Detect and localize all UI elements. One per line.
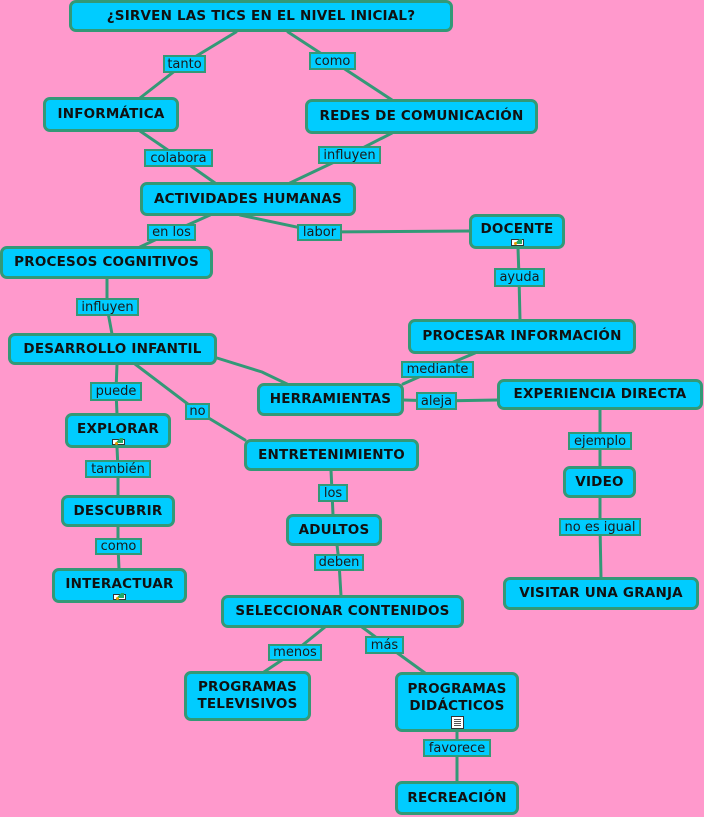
link-influyen-label: influyen [323,147,376,163]
link-ayuda-label: ayuda [499,270,540,285]
link-deben-label: deben [318,555,360,570]
procesos-cognitivos-node[interactable]: PROCESOS COGNITIVOS [0,246,213,279]
image-icon[interactable] [111,438,125,445]
explorar-node[interactable]: EXPLORAR [65,413,171,448]
herramientas-label: HERRAMIENTAS [269,391,392,407]
programas-televisivos-label-line2: TELEVISIVOS [197,696,298,712]
adultos-node[interactable]: ADULTOS [286,514,382,546]
connector [598,495,603,580]
link-como[interactable]: como [309,52,356,70]
link-como[interactable]: como [95,538,142,555]
visitar-granja-label: VISITAR UNA GRANJA [519,585,683,601]
connector [238,213,472,234]
procesar-informacion-node[interactable]: PROCESAR INFORMACIÓN [408,319,636,354]
link-menos[interactable]: menos [268,644,322,661]
link-puede[interactable]: puede [90,382,142,401]
adultos-label: ADULTOS [298,521,370,538]
link-como-label: como [100,539,137,554]
link-como-label: como [314,53,351,69]
link-no-label: no [189,404,206,419]
link-ejemplo[interactable]: ejemplo [568,432,632,450]
link-mediante-label: mediante [406,362,469,377]
visitar-granja-node[interactable]: VISITAR UNA GRANJA [503,577,699,610]
explorar-label: EXPLORAR [77,421,159,437]
informatica-node[interactable]: INFORMÁTICA [43,97,179,132]
link-deben[interactable]: deben [314,554,364,571]
experiencia-directa-node[interactable]: EXPERIENCIA DIRECTA [497,379,703,410]
redes-comunicacion-node[interactable]: REDES DE COMUNICACIÓN [305,99,538,134]
link-colabora-label: colabora [150,150,207,166]
procesos-cognitivos-label: PROCESOS COGNITIVOS [14,254,199,270]
programas-didacticos-label-line1: PROGRAMAS [407,681,507,697]
link-tambien[interactable]: también [85,460,151,478]
actividades-humanas-node[interactable]: ACTIVIDADES HUMANAS [140,182,356,216]
link-no-es-igual-label: no es igual [564,519,636,535]
link-favorece-label: favorece [428,740,486,756]
link-labor[interactable]: labor [297,224,342,241]
informatica-label: INFORMÁTICA [57,106,165,122]
link-aleja-label: aleja [420,393,453,409]
seleccionar-contenidos-node[interactable]: SELECCIONAR CONTENIDOS [221,595,464,628]
recreacion-label: RECREACIÓN [407,789,507,806]
link-los[interactable]: los [318,484,348,502]
link-influyen[interactable]: influyen [318,146,381,164]
video-node[interactable]: VIDEO [563,466,636,498]
entretenimiento-node[interactable]: ENTRETENIMIENTO [244,439,419,471]
programas-televisivos-label-line1: PROGRAMAS [197,679,298,695]
link-no[interactable]: no [185,403,210,420]
link-aleja[interactable]: aleja [416,392,457,410]
link-ejemplo-label: ejemplo [573,433,627,449]
link-en-los[interactable]: en los [147,224,196,241]
recreacion-node[interactable]: RECREACIÓN [395,781,519,815]
image-icon[interactable] [510,239,524,246]
link-tanto-label: tanto [167,56,202,72]
link-los-label: los [323,485,343,501]
desarrollo-infantil-label: DESARROLLO INFANTIL [23,340,202,357]
docente-node[interactable]: DOCENTE [469,214,565,249]
link-favorece[interactable]: favorece [423,739,491,757]
link-labor-label: labor [302,225,337,240]
herramientas-node[interactable]: HERRAMIENTAS [257,383,404,416]
link-menos-label: menos [273,645,317,660]
desarrollo-infantil-node[interactable]: DESARROLLO INFANTIL [8,333,217,365]
image-icon[interactable] [113,593,126,600]
main-title-label: ¿SIRVEN LAS TICS EN EL NIVEL INICIAL? [106,7,416,24]
link-en-los-label: en los [152,225,191,240]
descubrir-label: DESCUBRIR [73,502,163,519]
interactuar-label: INTERACTUAR [65,576,174,592]
redes-comunicacion-label: REDES DE COMUNICACIÓN [319,108,524,124]
main-title-node[interactable]: ¿SIRVEN LAS TICS EN EL NIVEL INICIAL? [69,0,453,32]
document-icon[interactable] [450,716,464,729]
link-tambien-label: también [91,461,145,477]
docente-label: DOCENTE [480,221,554,237]
link-influyen-label: influyen [81,299,134,315]
link-puede-label: puede [95,384,137,399]
link-colabora[interactable]: colabora [144,149,213,167]
entretenimiento-label: ENTRETENIMIENTO [258,446,405,463]
programas-didacticos-label-line2: DIDÁCTICOS [409,698,505,714]
link-influyen[interactable]: influyen [76,298,139,316]
link-no-es-igual[interactable]: no es igual [559,518,641,536]
descubrir-node[interactable]: DESCUBRIR [61,495,175,527]
link-tanto[interactable]: tanto [163,55,206,73]
seleccionar-contenidos-label: SELECCIONAR CONTENIDOS [235,603,450,619]
actividades-humanas-label: ACTIVIDADES HUMANAS [154,190,342,207]
interactuar-node[interactable]: INTERACTUAR [52,568,187,603]
link-ayuda[interactable]: ayuda [494,268,545,287]
link-mediante[interactable]: mediante [401,361,474,378]
experiencia-directa-label: EXPERIENCIA DIRECTA [513,386,687,402]
link-mas-label: más [370,637,399,653]
video-label: VIDEO [575,473,624,490]
link-mas[interactable]: más [365,636,404,654]
procesar-informacion-label: PROCESAR INFORMACIÓN [422,328,622,344]
connector [215,356,289,386]
